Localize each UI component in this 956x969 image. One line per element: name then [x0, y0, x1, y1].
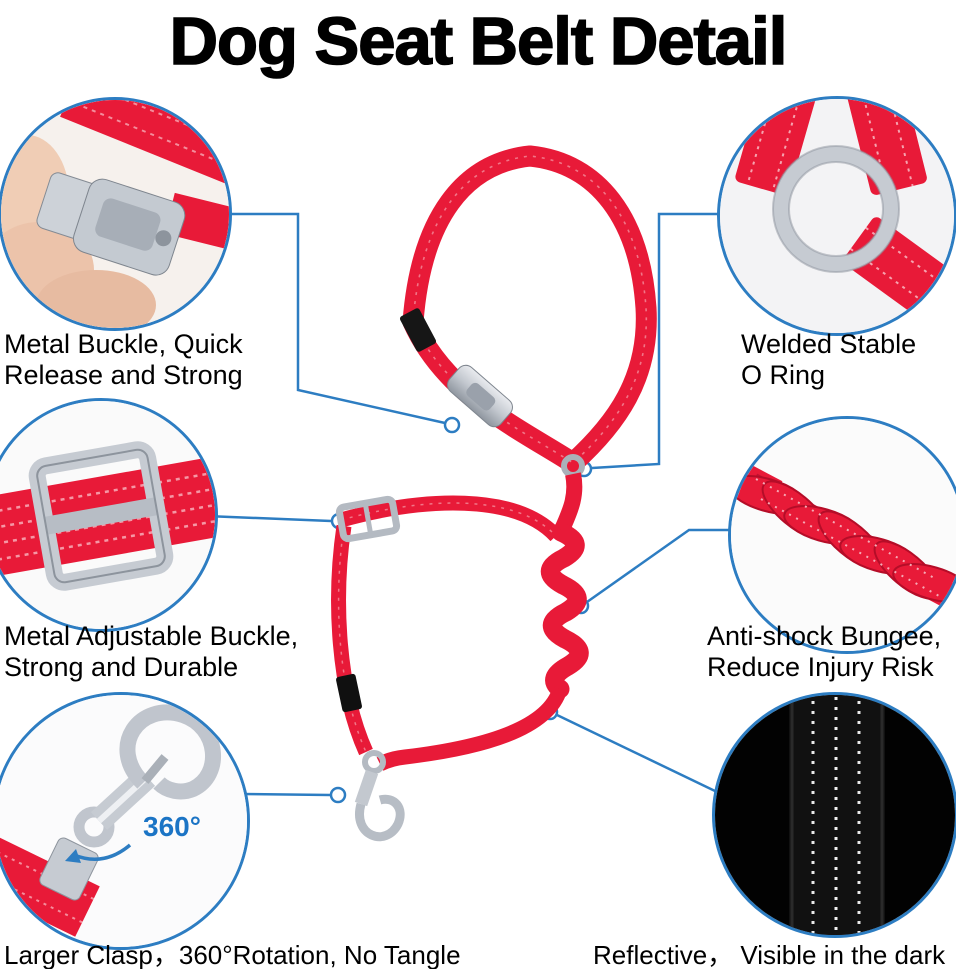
adjustable-buckle-photo: [0, 401, 215, 629]
o-ring: [773, 146, 899, 272]
tether-strap-lower: [331, 524, 373, 756]
label-clasp: Larger Clasp，360°Rotation, No Tangle: [4, 940, 461, 969]
metal-buckle-photo: [1, 100, 229, 328]
bungee-section: [540, 522, 589, 699]
connector-clasp: [239, 792, 331, 797]
callout-photo-reflective: [712, 692, 956, 938]
callout-photo-clasp: 360°: [0, 692, 250, 950]
hook-loop: [119, 704, 221, 800]
bungee-photo: [731, 419, 956, 651]
o-ring-photo: [720, 99, 954, 333]
reflective-strap-photo: [715, 695, 955, 935]
label-line: O Ring: [741, 360, 826, 390]
clasp-photo: [0, 695, 247, 947]
label-line: Welded Stable: [741, 329, 917, 359]
adjuster-slider: [335, 495, 401, 543]
label-line: Larger Clasp，360°Rotation, No Tangle: [4, 940, 461, 969]
label-line: Release and Strong: [4, 360, 243, 390]
label-line: Anti-shock Bungee,: [707, 621, 942, 651]
connector-bungee: [586, 528, 730, 604]
label-line: Strong and Durable: [4, 652, 239, 682]
metal-buckle-on-collar: [447, 364, 513, 428]
callout-photo-metal-buckle: [0, 97, 232, 331]
label-reflective: Reflective， Visible in the dark: [593, 940, 945, 969]
connector-oring: [591, 212, 719, 470]
collar-loop: [402, 145, 657, 474]
dog-seat-belt-product: [331, 145, 657, 842]
connector-endpoint: [329, 786, 347, 804]
label-o-ring: Welded Stable O Ring: [741, 329, 916, 391]
tether-strap-upper: [338, 495, 562, 542]
label-adjustable-buckle: Metal Adjustable Buckle, Strong and Dura…: [4, 621, 298, 683]
connector-reflective: [556, 713, 716, 793]
connector-adjustable: [205, 514, 332, 523]
label-line: Metal Buckle, Quick: [4, 329, 243, 359]
strap-keeper: [336, 673, 362, 713]
label-bungee: Anti-shock Bungee, Reduce Injury Risk: [707, 621, 941, 683]
rotation-badge: 360°: [143, 811, 201, 842]
connector-endpoint: [443, 416, 461, 434]
callout-photo-bungee: [728, 416, 956, 654]
label-line: Reflective， Visible in the dark: [593, 940, 946, 969]
buckle-close-up: [36, 172, 186, 276]
page-title: Dog Seat Belt Detail: [169, 3, 788, 80]
snap-hook-clasp: [354, 750, 405, 842]
label-line: Reduce Injury Risk: [707, 652, 934, 682]
label-line: Metal Adjustable Buckle,: [4, 621, 299, 651]
connector-buckle: [226, 212, 446, 425]
strap-adjuster-keeper: [399, 308, 437, 352]
rotation-arrow: [73, 843, 132, 861]
callout-photo-adjustable-buckle: [0, 398, 218, 632]
bungee-pleats: [731, 475, 956, 603]
callout-photo-o-ring: [717, 96, 956, 336]
adjustable-strap: [0, 441, 215, 591]
label-metal-buckle: Metal Buckle, Quick Release and Strong: [4, 329, 243, 391]
